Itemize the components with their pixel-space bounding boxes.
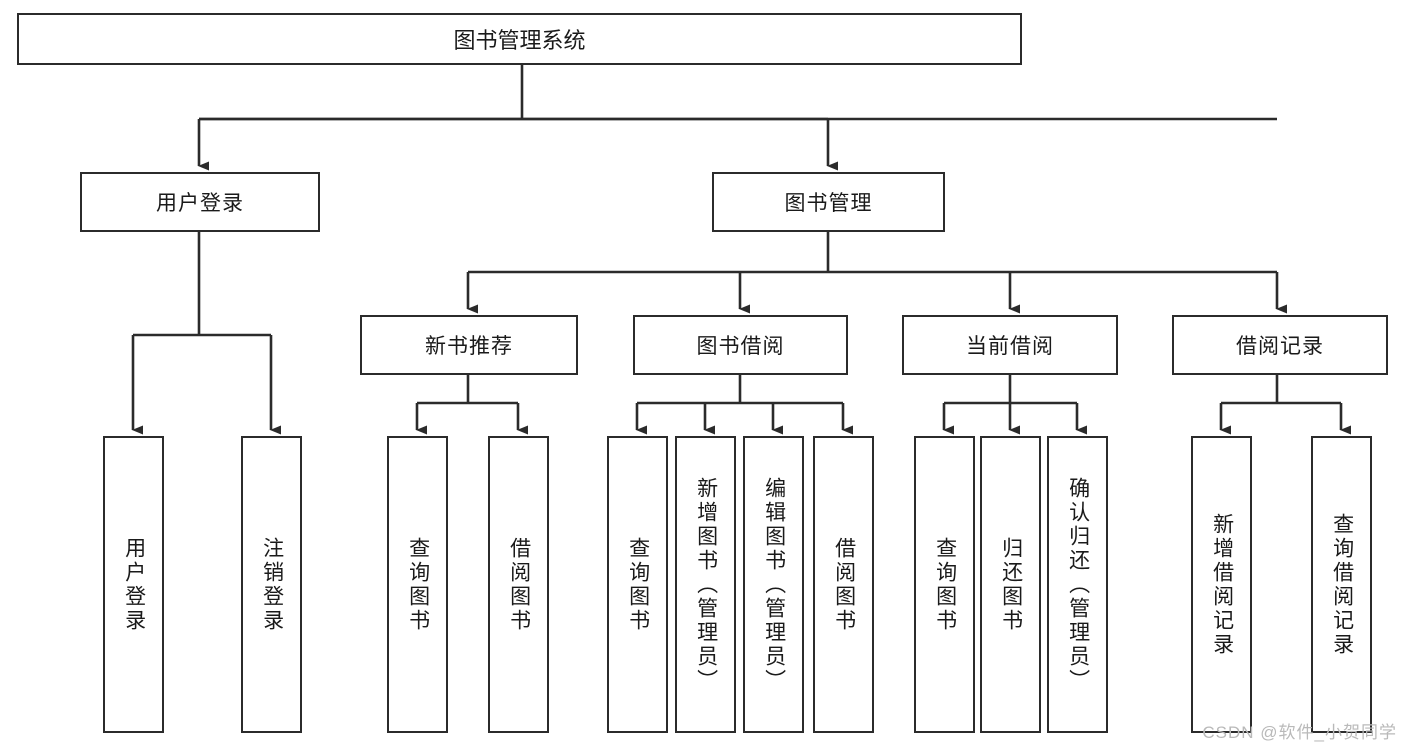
leaf-edit-book-admin[interactable]: 编辑图书（管理员） <box>743 436 804 733</box>
node-book-management[interactable]: 图书管理 <box>712 172 945 232</box>
node-label: 用户登录 <box>122 536 146 633</box>
leaf-return-book[interactable]: 归还图书 <box>980 436 1041 733</box>
leaf-borrow-book-recommend[interactable]: 借阅图书 <box>488 436 549 733</box>
leaf-add-borrow-record[interactable]: 新增借阅记录 <box>1191 436 1252 733</box>
node-label: 确认归还（管理员） <box>1066 476 1090 693</box>
node-label: 查询图书 <box>406 536 430 633</box>
leaf-borrow-book[interactable]: 借阅图书 <box>813 436 874 733</box>
node-label: 注销登录 <box>260 536 284 633</box>
node-label: 编辑图书（管理员） <box>762 476 786 693</box>
node-label: 图书管理系统 <box>453 28 586 53</box>
leaf-query-book-current[interactable]: 查询图书 <box>914 436 975 733</box>
csdn-watermark: CSDN @软件_小贺同学 <box>1202 723 1397 742</box>
node-label: 查询借阅记录 <box>1330 512 1354 657</box>
node-label: 查询图书 <box>626 536 650 633</box>
node-label: 查询图书 <box>933 536 957 633</box>
node-label: 用户登录 <box>156 192 244 215</box>
leaf-add-book-admin[interactable]: 新增图书（管理员） <box>675 436 736 733</box>
node-user-login[interactable]: 用户登录 <box>80 172 320 232</box>
node-label: 图书借阅 <box>696 335 785 358</box>
node-label: 新增借阅记录 <box>1210 512 1234 657</box>
node-new-book-recommend[interactable]: 新书推荐 <box>360 315 578 375</box>
leaf-query-book-recommend[interactable]: 查询图书 <box>387 436 448 733</box>
node-label: 归还图书 <box>999 536 1023 633</box>
node-label: 借阅图书 <box>832 536 856 633</box>
node-label: 新书推荐 <box>425 335 513 358</box>
node-current-borrow[interactable]: 当前借阅 <box>902 315 1118 375</box>
leaf-user-login[interactable]: 用户登录 <box>103 436 164 733</box>
node-label: 新增图书（管理员） <box>694 476 718 693</box>
leaf-query-borrow-record[interactable]: 查询借阅记录 <box>1311 436 1372 733</box>
node-book-borrow[interactable]: 图书借阅 <box>633 315 848 375</box>
leaf-query-book-borrow[interactable]: 查询图书 <box>607 436 668 733</box>
node-borrow-record[interactable]: 借阅记录 <box>1172 315 1388 375</box>
node-label: 借阅图书 <box>507 536 531 633</box>
node-label: 图书管理 <box>784 192 873 215</box>
node-root-system[interactable]: 图书管理系统 <box>17 13 1022 65</box>
leaf-confirm-return-admin[interactable]: 确认归还（管理员） <box>1047 436 1108 733</box>
node-label: 当前借阅 <box>966 335 1054 358</box>
leaf-logout[interactable]: 注销登录 <box>241 436 302 733</box>
node-label: 借阅记录 <box>1236 335 1324 358</box>
